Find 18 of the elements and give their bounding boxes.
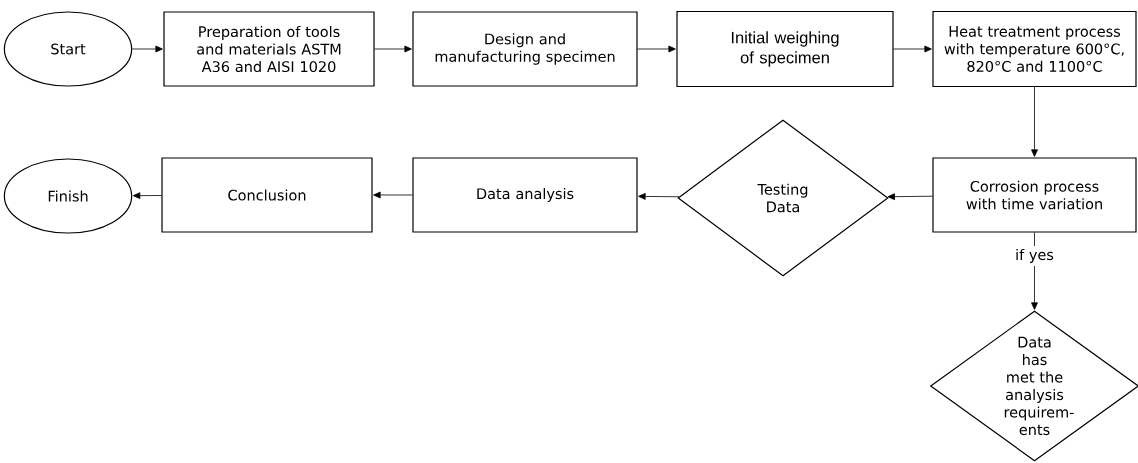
arrow (893, 45, 932, 53)
process-box: Corrosion process with time variation (932, 157, 1137, 233)
arrow (373, 191, 413, 199)
edge-label: if yes (1012, 245, 1057, 266)
process-box: Data analysis (412, 157, 638, 233)
process-box: Heat treatment process with temperature 600°C, 820°C and 1100°C (932, 10, 1137, 88)
arrow (1031, 86, 1038, 157)
arrow (638, 193, 680, 200)
arrow (887, 193, 933, 201)
arrow (374, 45, 412, 53)
arrow (131, 45, 163, 53)
process-box: Initial weighing of specimen (676, 10, 894, 88)
process-box: Preparation of tools and materials ASTM A36 and AISI 1020 (163, 11, 375, 87)
arrow (637, 45, 676, 53)
arrow (132, 192, 162, 199)
process-box: Conclusion (161, 157, 373, 233)
process-box: Design and manufacturing specimen (412, 11, 638, 87)
arrow (1031, 232, 1038, 310)
